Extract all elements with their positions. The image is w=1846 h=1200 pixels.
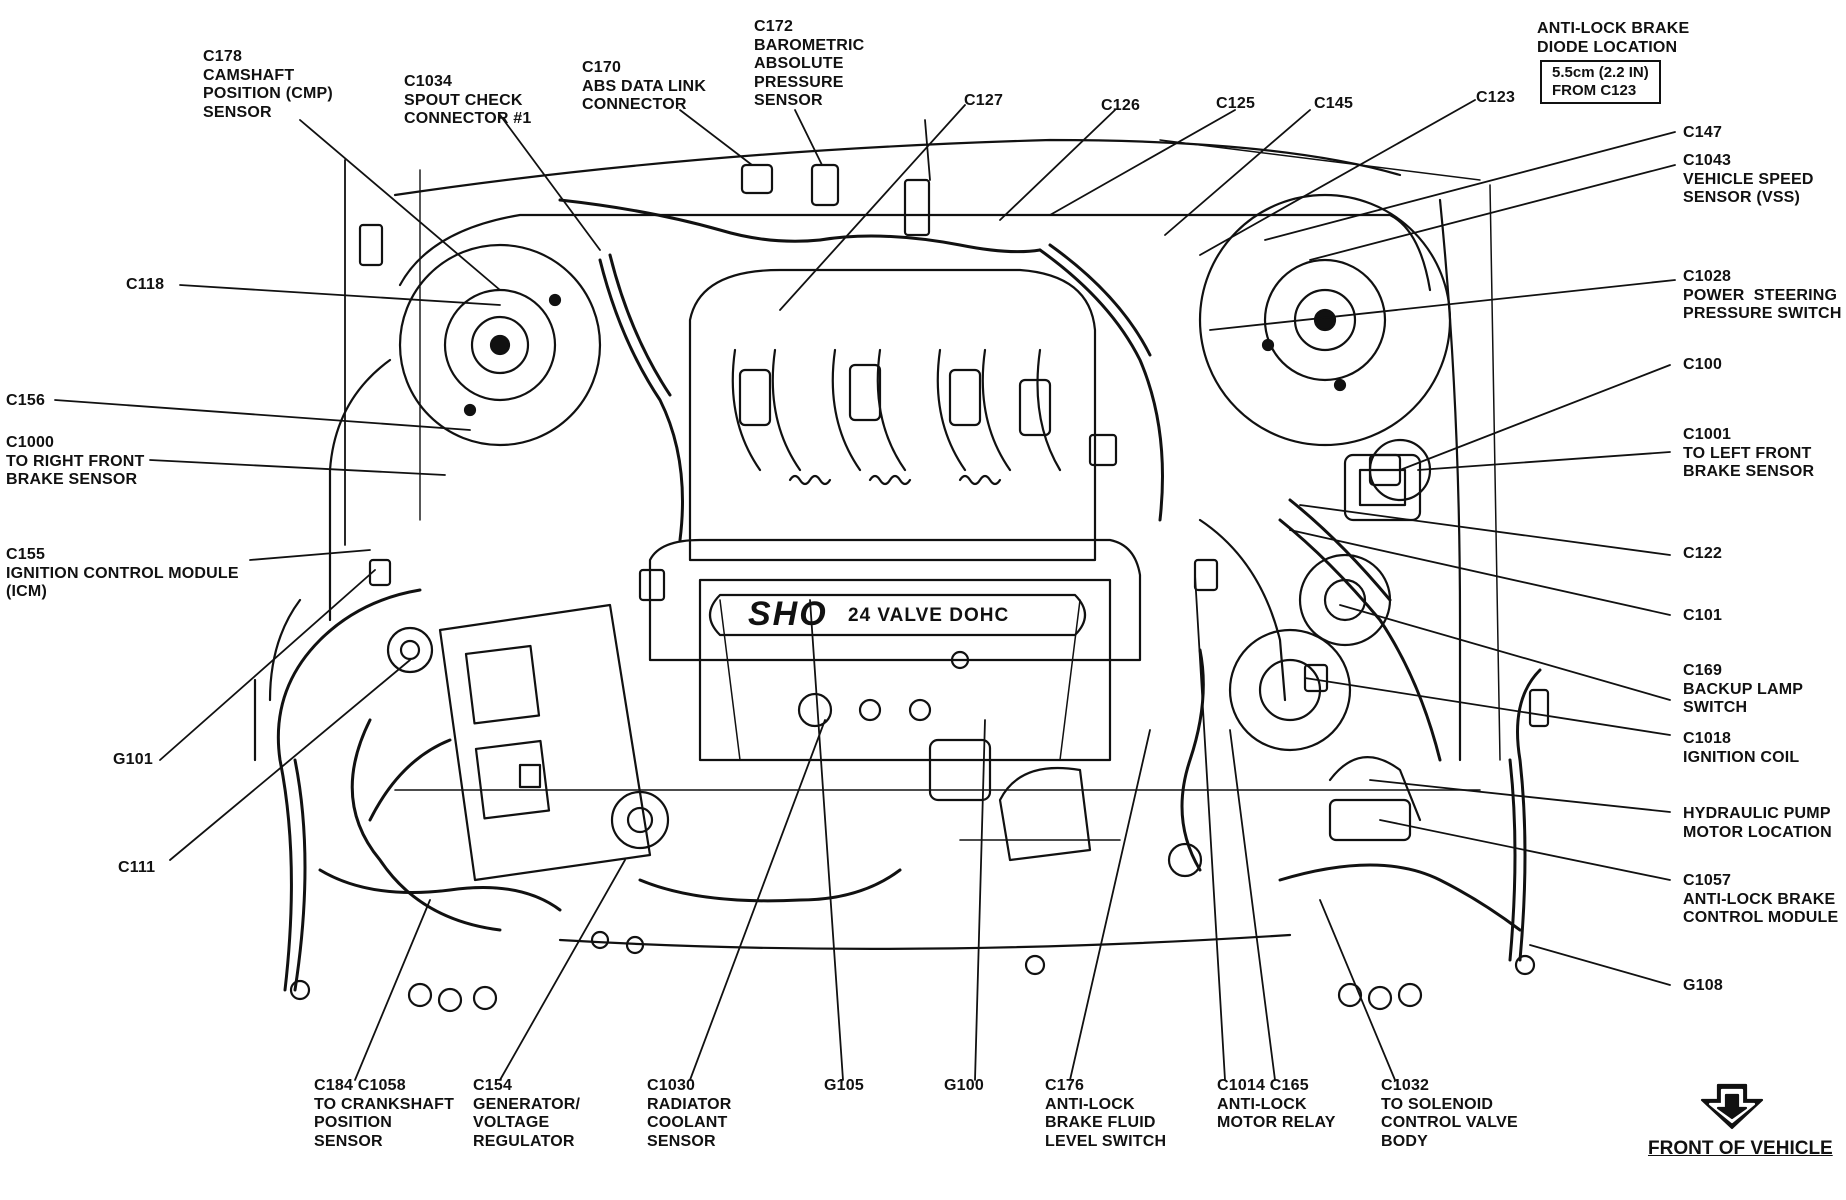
label-c1001: C1001 TO LEFT FRONT BRAKE SENSOR (1683, 426, 1815, 480)
label-c1030: C1030 RADIATOR COOLANT SENSOR (647, 1077, 732, 1150)
wiring-harness (276, 198, 1542, 992)
label-c111: C111 (118, 859, 156, 876)
label-c155: C155 IGNITION CONTROL MODULE (ICM) (6, 546, 239, 600)
label-c1000: C1000 TO RIGHT FRONT BRAKE SENSOR (6, 434, 145, 488)
label-c145: C145 (1314, 95, 1354, 112)
label-c176: C176 ANTI-LOCK BRAKE FLUID LEVEL SWITCH (1045, 1077, 1167, 1150)
label-g105: G105 (824, 1077, 864, 1094)
leader-lines (54, 99, 1676, 1081)
engine-badge-sho: SHO (748, 595, 828, 633)
label-c154: C154 GENERATOR/ VOLTAGE REGULATOR (473, 1077, 581, 1150)
label-c184-c1058: C184 C1058 TO CRANKSHAFT POSITION SENSOR (314, 1077, 455, 1150)
label-g108: G108 (1683, 977, 1723, 994)
label-c170: C170 ABS DATA LINK CONNECTOR (582, 59, 707, 113)
label-c1018: C1018 IGNITION COIL (1683, 730, 1800, 766)
label-c172: C172 BAROMETRIC ABSOLUTE PRESSURE SENSOR (754, 18, 865, 109)
battery-box (386, 603, 652, 882)
engine-block (648, 268, 1142, 762)
front-of-vehicle-caption: FRONT OF VEHICLE (1648, 1138, 1833, 1159)
label-c123: C123 (1476, 89, 1516, 106)
label-c1034: C1034 SPOUT CHECK CONNECTOR #1 (404, 73, 532, 127)
abs-diode-distance-box: 5.5cm (2.2 IN) FROM C123 (1540, 60, 1661, 104)
label-c1014-c165: C1014 C165 ANTI-LOCK MOTOR RELAY (1217, 1077, 1336, 1131)
label-g100: G100 (944, 1077, 984, 1094)
label-c101: C101 (1683, 607, 1723, 624)
label-c125: C125 (1216, 95, 1256, 112)
engine-badge-dohc: 24 VALVE DOHC (848, 605, 1010, 626)
connector-plugs (289, 163, 1550, 1013)
label-c1057: C1057 ANTI-LOCK BRAKE CONTROL MODULE (1683, 872, 1839, 926)
label-c118: C118 (126, 276, 165, 293)
label-c1043: C1043 VEHICLE SPEED SENSOR (VSS) (1683, 152, 1814, 206)
label-c100: C100 (1683, 356, 1723, 373)
front-components (610, 628, 1352, 878)
label-c127: C127 (964, 92, 1004, 109)
label-hydraulic-pump: HYDRAULIC PUMP MOTOR LOCATION (1683, 805, 1832, 841)
label-c126: C126 (1101, 97, 1141, 114)
right-strut-tower (398, 243, 602, 447)
label-c156: C156 (6, 392, 46, 409)
body-outline (253, 138, 1501, 950)
label-c1032: C1032 TO SOLENOID CONTROL VALVE BODY (1381, 1077, 1518, 1150)
abs-module (1198, 438, 1432, 842)
label-c147: C147 (1683, 124, 1723, 141)
left-strut-tower (1198, 193, 1452, 447)
label-g101: G101 (113, 751, 153, 768)
label-c1028: C1028 POWER STEERING PRESSURE SWITCH (1683, 268, 1842, 322)
label-c178: C178 CAMSHAFT POSITION (CMP) SENSOR (203, 48, 333, 121)
label-abs-diode: ANTI-LOCK BRAKE DIODE LOCATION (1537, 20, 1690, 56)
front-arrow-icon (1700, 1083, 1764, 1130)
label-c169: C169 BACKUP LAMP SWITCH (1683, 662, 1804, 716)
label-c122: C122 (1683, 545, 1723, 562)
